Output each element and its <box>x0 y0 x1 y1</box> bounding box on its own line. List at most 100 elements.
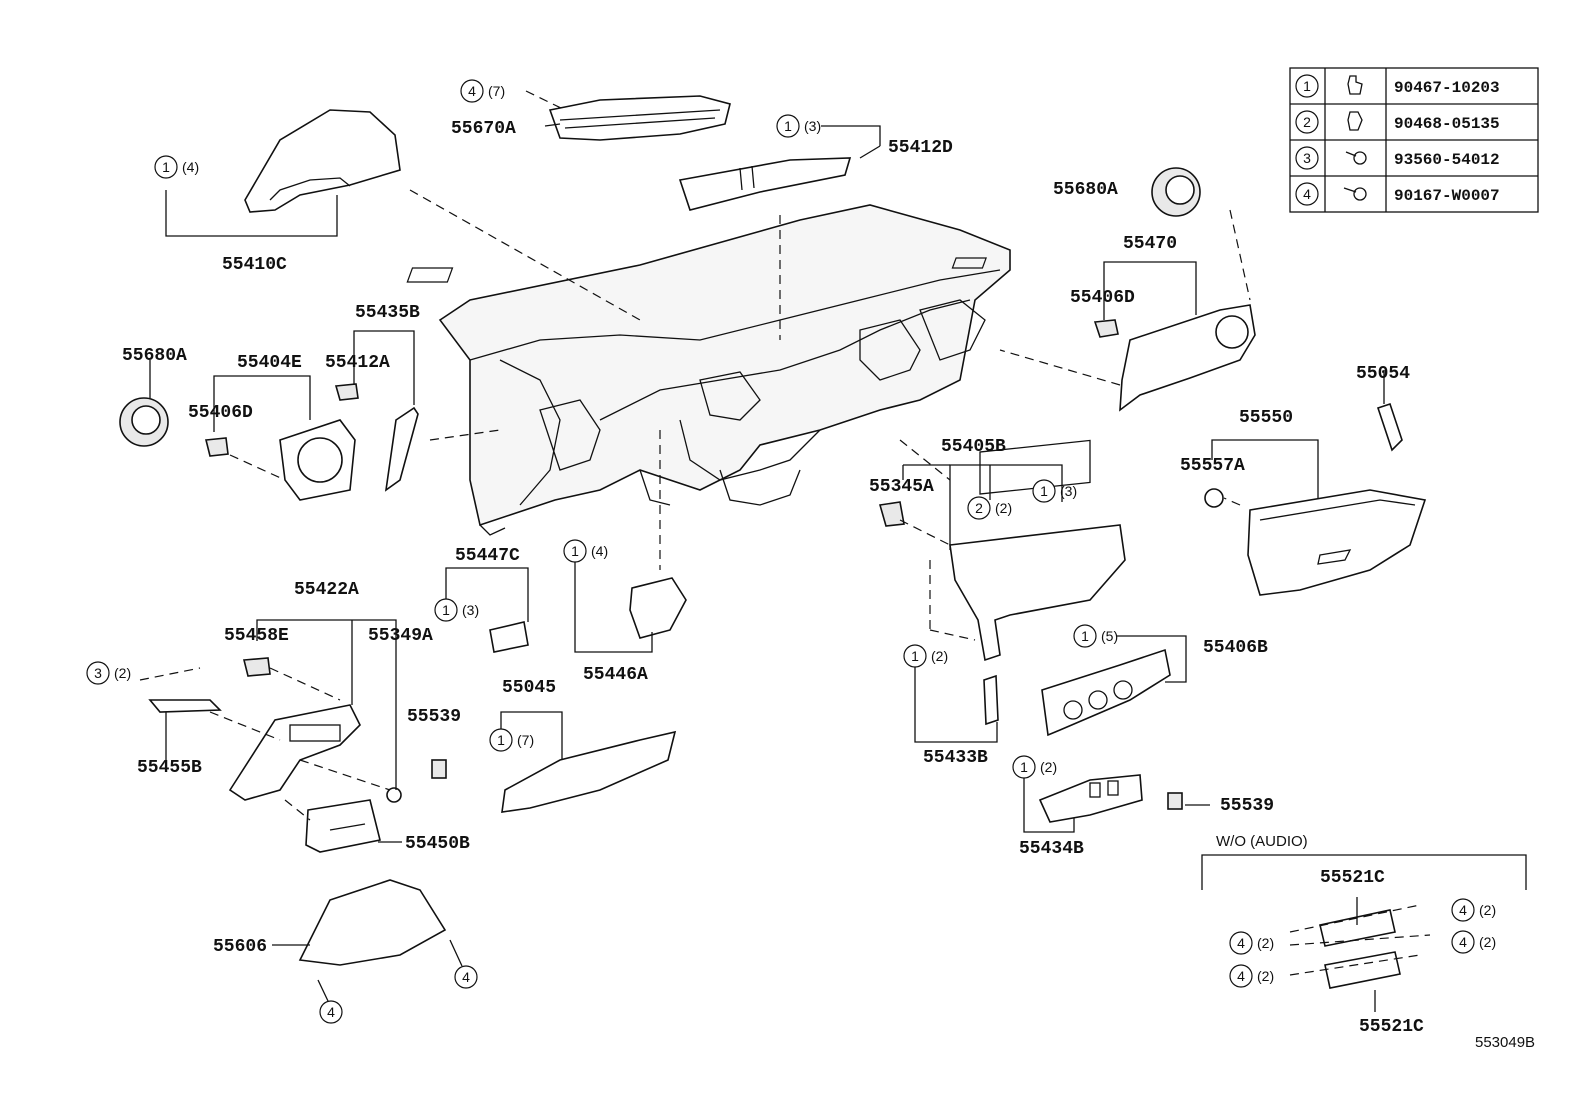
part-label-55458e: 55458E <box>224 626 289 646</box>
callout-55405b-2: 2 (2) <box>967 496 1012 520</box>
part-55680a-left-drawing <box>119 397 169 447</box>
part-55345a-drawing <box>878 501 905 527</box>
part-label-55404e: 55404E <box>237 353 302 373</box>
part-label-55539-left: 55539 <box>407 707 461 727</box>
callouts: 4 (7) 1 (4) 1 (3) 2 (2) 1 (3) 1 (3) <box>86 79 1496 1024</box>
part-label-55550: 55550 <box>1239 408 1293 428</box>
callout-55434b: 1 (2) <box>1012 755 1057 779</box>
clip-icon <box>1347 75 1363 95</box>
svg-text:2: 2 <box>975 500 983 516</box>
callout-55606-bottom: 4 <box>317 979 343 1024</box>
callout-55521c-upper-right: 4 (2) <box>1451 898 1496 922</box>
svg-text:1: 1 <box>1081 628 1089 644</box>
part-label-55422a: 55422A <box>294 580 359 600</box>
part-label-55410c: 55410C <box>222 255 287 275</box>
part-55433b-drawing <box>983 674 999 726</box>
svg-text:4: 4 <box>468 83 476 99</box>
part-55521c-upper-drawing <box>1319 909 1396 947</box>
part-55450b-drawing <box>305 799 381 853</box>
svg-text:3: 3 <box>94 665 102 681</box>
part-label-55045: 55045 <box>502 678 556 698</box>
svg-text:(2): (2) <box>1479 902 1496 918</box>
part-label-55521c-lower: 55521C <box>1359 1017 1424 1037</box>
svg-text:4: 4 <box>1237 968 1245 984</box>
callout-55670a: 4 (7) <box>460 79 505 103</box>
callout-55406b: 1 (5) <box>1073 624 1118 648</box>
part-55539-left-drawing <box>431 759 447 779</box>
svg-text:4: 4 <box>1459 902 1467 918</box>
svg-text:(2): (2) <box>1040 759 1057 775</box>
svg-text:1: 1 <box>1020 759 1028 775</box>
part-label-55557a: 55557A <box>1180 456 1245 476</box>
screw-icon <box>1343 187 1367 201</box>
part-55410c-drawing <box>244 109 401 213</box>
fastener-legend-table: 1 90467-10203 2 90468-05135 3 93560-5401… <box>1289 67 1539 213</box>
part-55447c-drawing <box>489 621 529 653</box>
svg-text:(2): (2) <box>1257 968 1274 984</box>
part-label-55434b: 55434B <box>1019 839 1084 859</box>
assembly-dashed-lines <box>139 90 1431 976</box>
svg-text:(3): (3) <box>462 602 479 618</box>
svg-text:4: 4 <box>1459 934 1467 950</box>
leader-lines <box>149 123 1527 1012</box>
dashboard-frame-drawing <box>406 204 1011 536</box>
part-label-55450b: 55450B <box>405 834 470 854</box>
svg-text:1: 1 <box>497 732 505 748</box>
svg-text:(4): (4) <box>182 159 199 175</box>
part-55470-drawing <box>1119 304 1256 412</box>
part-55606-drawing <box>298 879 447 966</box>
legend-part-number: 93560-54012 <box>1394 151 1500 169</box>
svg-text:(7): (7) <box>488 83 505 99</box>
legend-part-number: 90467-10203 <box>1394 79 1500 97</box>
part-55054-drawing <box>1376 402 1403 452</box>
part-label-55521c-upper: 55521C <box>1320 868 1385 888</box>
svg-text:1: 1 <box>442 602 450 618</box>
legend-number: 4 <box>1303 186 1311 202</box>
svg-text:1: 1 <box>911 648 919 664</box>
part-label-55345a: 55345A <box>869 477 934 497</box>
legend-number: 3 <box>1303 150 1311 166</box>
part-label-55054: 55054 <box>1356 364 1410 384</box>
part-55670a-drawing <box>548 95 731 141</box>
part-55412d-drawing <box>678 157 852 211</box>
part-55446a-drawing <box>629 577 687 639</box>
part-label-55455b: 55455B <box>137 758 202 778</box>
callout-55405b-1: 1 (3) <box>1032 479 1077 503</box>
callout-55606-right: 4 <box>449 939 478 989</box>
svg-text:(3): (3) <box>804 118 821 134</box>
part-55550-drawing <box>1247 489 1427 596</box>
part-label-55606: 55606 <box>213 937 267 957</box>
part-55412a-drawing <box>334 383 359 401</box>
part-label-55470: 55470 <box>1123 234 1177 254</box>
part-55422a-drawing <box>228 704 361 801</box>
part-55406d-left-drawing <box>204 437 229 457</box>
callout-55433b: 1 (2) <box>903 644 948 668</box>
part-label-55435b: 55435B <box>355 303 420 323</box>
part-label-55670a: 55670A <box>451 119 516 139</box>
part-55557a-drawing <box>1204 488 1224 508</box>
part-label-55412a: 55412A <box>325 353 390 373</box>
part-55349a-drawing <box>386 787 402 803</box>
part-label-55406d-left: 55406D <box>188 403 253 423</box>
svg-text:(2): (2) <box>1257 935 1274 951</box>
legend-number: 2 <box>1303 114 1311 130</box>
part-55406d-right-drawing <box>1093 319 1119 338</box>
legend-part-number: 90167-W0007 <box>1394 187 1500 205</box>
variant-label: W/O (AUDIO) <box>1216 833 1308 850</box>
svg-text:4: 4 <box>462 969 470 985</box>
svg-text:4: 4 <box>327 1004 335 1020</box>
callout-55412d: 1 (3) <box>776 114 821 138</box>
part-55521c-lower-drawing <box>1324 951 1401 989</box>
part-label-55680a-left: 55680A <box>122 346 187 366</box>
diagram-code: 553049B <box>1475 1034 1535 1051</box>
callout-55521c-upper-left: 4 (2) <box>1229 931 1274 955</box>
screw-icon <box>1345 151 1367 165</box>
callout-55447c: 1 (3) <box>434 598 479 622</box>
svg-text:1: 1 <box>1040 483 1048 499</box>
callout-55045: 1 (7) <box>489 728 534 752</box>
part-55405b-drawing <box>949 439 1126 662</box>
callout-55521c-lower-right: 4 (2) <box>1451 930 1496 954</box>
part-label-55406d-right: 55406D <box>1070 288 1135 308</box>
